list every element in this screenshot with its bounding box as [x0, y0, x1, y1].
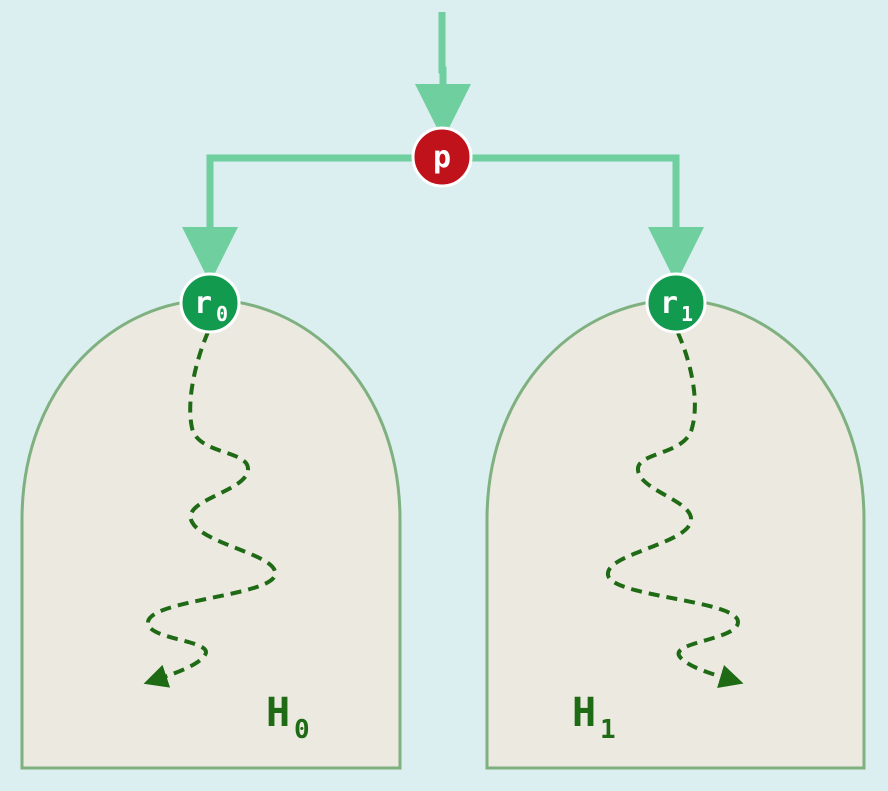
heap-right-subscript: 1 [600, 715, 616, 745]
heap-left-shape [20, 298, 402, 770]
child-node-r1-label: r [660, 286, 678, 321]
heap-right-label: H [572, 690, 596, 736]
parent-node-label: p [433, 140, 451, 175]
heap-right-label-group: H 1 [572, 690, 616, 745]
heap-right-shape [485, 298, 866, 770]
edge-to-left-child [182, 154, 442, 283]
edge-to-right-child [442, 154, 704, 283]
child-node-r1-subscript: 1 [681, 302, 693, 326]
child-node-r0-subscript: 0 [216, 302, 228, 326]
child-node-r0: r 0 [179, 272, 241, 334]
heap-left-path [143, 331, 278, 688]
incoming-edge [415, 12, 471, 140]
heap-left-subscript: 0 [294, 715, 310, 745]
heap-left-label: H [266, 690, 290, 736]
parent-node-p: p [411, 126, 473, 188]
heap-right-path [606, 332, 744, 689]
child-node-r1: r 1 [645, 272, 707, 334]
heap-left-label-group: H 0 [266, 690, 310, 745]
child-node-r0-label: r [194, 286, 212, 321]
